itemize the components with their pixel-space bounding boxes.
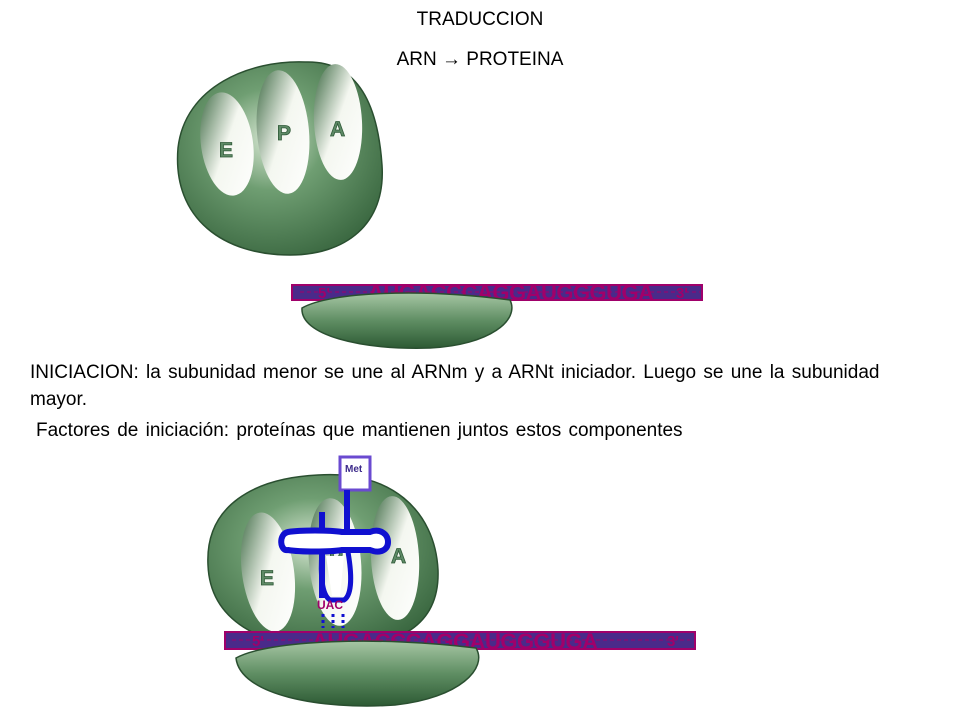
mrna-5-prime: 5' [252, 633, 264, 650]
initiation-description: INICIACION: la subunidad menor se une al… [30, 362, 880, 410]
amino-acid-label: Met [345, 464, 363, 475]
site-label-e: E [219, 139, 233, 162]
initiator-trna: Met UAC [278, 455, 392, 628]
page-subtitle: ARN → PROTEINA [396, 49, 564, 70]
mrna-strand-top: 5' AUGACCCAGGAUGGGUGA 3' [291, 280, 703, 305]
small-subunit-bottom [235, 640, 480, 707]
small-subunit-top [301, 292, 513, 349]
a-site-pocket [370, 496, 420, 620]
site-label-a: A [391, 545, 406, 568]
mrna-3-prime: 3' [676, 285, 688, 302]
a-site-pocket [313, 64, 363, 180]
mrna-3-prime: 3' [667, 633, 679, 650]
site-label-e: E [260, 567, 274, 590]
site-label-a: A [330, 118, 345, 141]
p-site-pocket [256, 70, 310, 194]
e-site-pocket [200, 92, 254, 196]
initiation-factors-note: Factores de iniciación: proteínas que ma… [36, 420, 683, 441]
site-label-p: P [277, 122, 291, 145]
mrna-5-prime: 5' [318, 285, 330, 302]
methionine-box [338, 455, 372, 492]
anticodon-label: UAC [317, 598, 343, 612]
large-subunit-top: E P A [176, 61, 383, 256]
page-title: TRADUCCION [416, 9, 544, 30]
